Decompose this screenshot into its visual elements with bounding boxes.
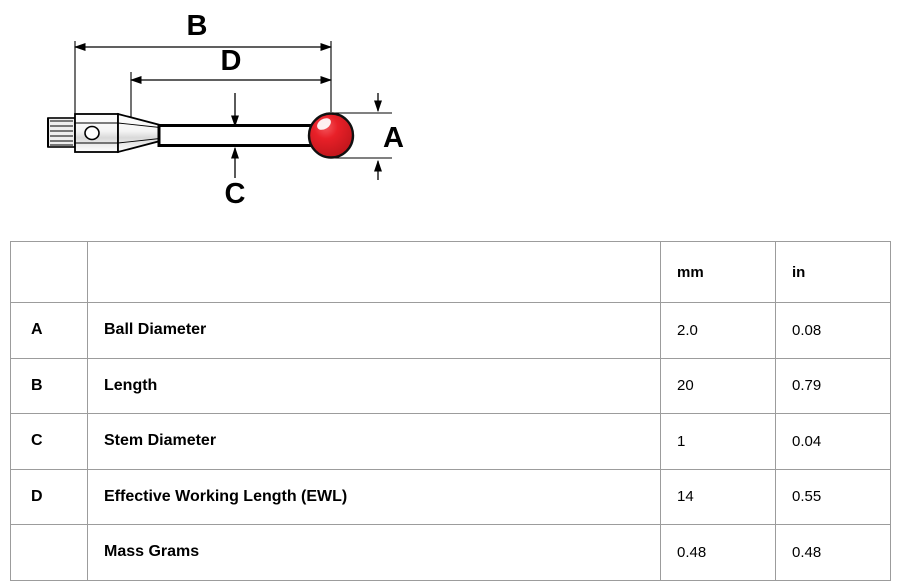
header-in: in <box>775 241 891 303</box>
row-mm: 2.0 <box>660 302 776 359</box>
threaded-mount-icon <box>47 117 76 148</box>
row-mm: 14 <box>660 468 776 525</box>
header-mm: mm <box>660 241 776 303</box>
table-row: B Length 20 0.79 <box>10 357 891 414</box>
row-in: 0.08 <box>775 302 891 359</box>
stylus-diagram: B D C A <box>0 0 903 232</box>
row-ref: D <box>10 468 88 525</box>
row-in: 0.04 <box>775 413 891 470</box>
row-label: Effective Working Length (EWL) <box>87 468 661 525</box>
dimension-label-b: B <box>187 10 208 42</box>
table-row: D Effective Working Length (EWL) 14 0.55 <box>10 468 891 525</box>
row-label: Mass Grams <box>87 524 661 581</box>
row-ref <box>10 524 88 581</box>
table-row: Mass Grams 0.48 0.48 <box>10 524 891 581</box>
header-ref <box>10 241 88 303</box>
row-label: Stem Diameter <box>87 413 661 470</box>
row-in: 0.48 <box>775 524 891 581</box>
row-in: 0.79 <box>775 357 891 414</box>
stylus-dimension-drawing: B D C A <box>47 10 404 210</box>
table-row: A Ball Diameter 2.0 0.08 <box>10 302 891 359</box>
stylus-collar <box>74 113 119 153</box>
header-description <box>87 241 661 303</box>
row-ref: A <box>10 302 88 359</box>
row-ref: C <box>10 413 88 470</box>
dimension-label-d: D <box>221 45 242 77</box>
stylus-stem <box>157 124 321 147</box>
row-label: Length <box>87 357 661 414</box>
ruby-ball-tip <box>307 112 355 159</box>
spec-table-container: mm in A Ball Diameter 2.0 0.08 B Length … <box>10 241 891 581</box>
row-in: 0.55 <box>775 468 891 525</box>
dimension-label-c: C <box>225 178 246 210</box>
table-row: C Stem Diameter 1 0.04 <box>10 413 891 470</box>
row-label: Ball Diameter <box>87 302 661 359</box>
stylus-specifications-table: mm in A Ball Diameter 2.0 0.08 B Length … <box>10 241 891 581</box>
row-mm: 20 <box>660 357 776 414</box>
row-ref: B <box>10 357 88 414</box>
table-header-row: mm in <box>10 241 891 303</box>
row-mm: 1 <box>660 413 776 470</box>
tapered-shank <box>117 112 161 154</box>
row-mm: 0.48 <box>660 524 776 581</box>
dimension-label-a: A <box>383 122 404 154</box>
